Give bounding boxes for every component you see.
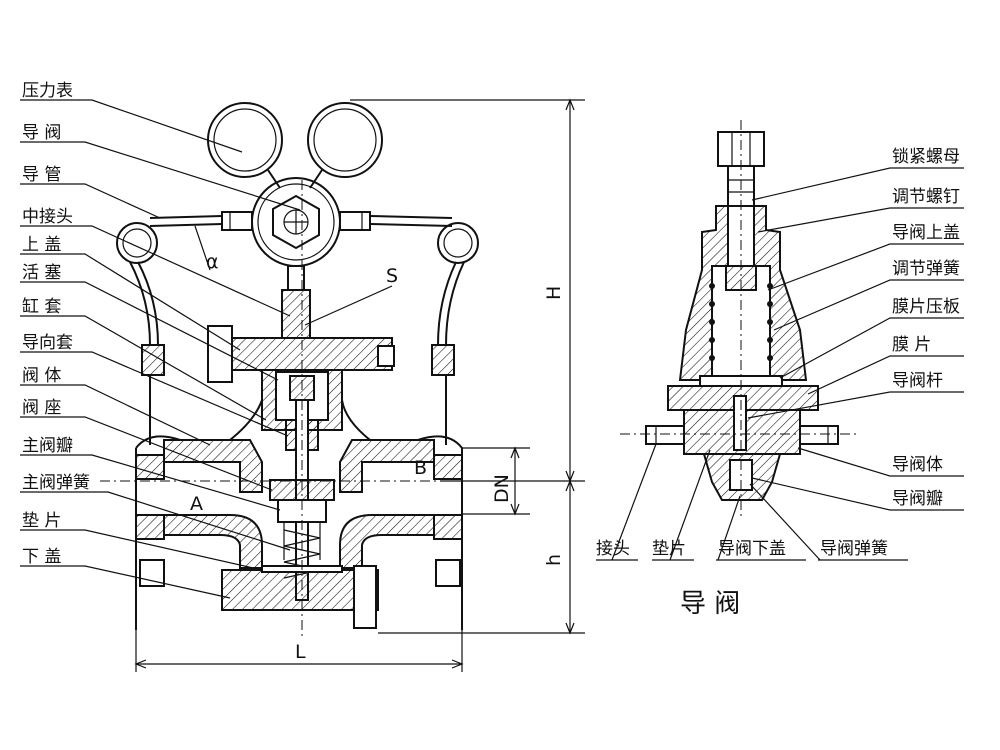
- label-joint: 接头: [596, 539, 630, 559]
- right-leaders: [747, 167, 964, 511]
- mark-s: S: [386, 265, 398, 287]
- tube-loop-left: [116, 222, 158, 264]
- label-guide-sleeve: 导向套: [22, 333, 73, 353]
- right-label-list: 锁紧螺母 调节螺钉 导阀上盖 调节弹簧 膜片压板 膜 片 导阀杆 导阀体 导阀瓣: [892, 147, 960, 509]
- label-diaphragm-plate: 膜片压板: [892, 297, 960, 317]
- left-leaders: [20, 99, 301, 599]
- bottom-label-list: 接头 垫片 导阀下盖 导阀弹簧: [596, 539, 888, 559]
- mark-a: A: [190, 493, 203, 515]
- label-lock-nut: 锁紧螺母: [892, 147, 960, 167]
- label-cylinder-sleeve: 缸 套: [22, 296, 61, 317]
- label-pilot-stem: 导阀杆: [892, 371, 943, 391]
- label-pressure-gauge: 压力表: [22, 81, 73, 101]
- label-lower-cover: 下 盖: [22, 547, 61, 567]
- label-main-disc: 主阀瓣: [22, 436, 73, 456]
- label-main-spring: 主阀弹簧: [22, 473, 90, 493]
- bottom-leaders: [596, 443, 908, 561]
- pilot-valve: [620, 120, 860, 520]
- mark-alpha: α: [206, 251, 219, 273]
- mark-l: L: [295, 641, 306, 663]
- label-pilot-disc: 导阀瓣: [892, 489, 943, 509]
- label-adjust-screw: 调节螺钉: [892, 187, 960, 207]
- label-valve-seat: 阀 座: [22, 398, 61, 418]
- label-pilot-tube: 导 管: [22, 165, 61, 185]
- upper-cover: [219, 337, 393, 371]
- label-middle-joint: 中接头: [22, 207, 73, 227]
- mark-h-lower: h: [543, 554, 565, 566]
- label-pilot-lower-cover: 导阀下盖: [718, 539, 786, 559]
- label-pilot-gasket: 垫片: [652, 539, 686, 559]
- main-valve: [100, 98, 585, 672]
- label-pilot-spring: 导阀弹簧: [820, 539, 888, 559]
- mark-h-upper: H: [543, 286, 565, 300]
- tube-loop-right: [437, 222, 479, 264]
- mark-dn: DN: [491, 474, 513, 503]
- label-piston: 活 塞: [22, 263, 61, 283]
- label-pilot-upper-cover: 导阀上盖: [892, 223, 960, 243]
- label-valve-body: 阀 体: [22, 366, 61, 386]
- joint-left: [645, 425, 685, 445]
- label-pilot-body: 导阀体: [892, 455, 943, 475]
- pilot-valve-title: 导 阀: [680, 589, 740, 619]
- label-adjust-spring: 调节弹簧: [892, 259, 960, 279]
- pilot-stem: [733, 395, 747, 451]
- adjust-spring: [709, 283, 773, 361]
- pressure-gauge-left: [207, 102, 283, 178]
- pressure-gauge-right: [307, 102, 383, 178]
- label-diaphragm: 膜 片: [892, 335, 931, 355]
- label-upper-cover: 上 盖: [22, 235, 61, 255]
- left-label-list: 压力表 导 阀 导 管 中接头 上 盖 活 塞 缸 套 导向套 阀 体 阀 座 …: [22, 81, 90, 567]
- label-pilot-valve: 导 阀: [22, 123, 61, 143]
- label-gasket: 垫 片: [22, 511, 61, 531]
- mark-b: B: [414, 457, 427, 479]
- main-marks: α S A B DN H h L: [190, 251, 565, 663]
